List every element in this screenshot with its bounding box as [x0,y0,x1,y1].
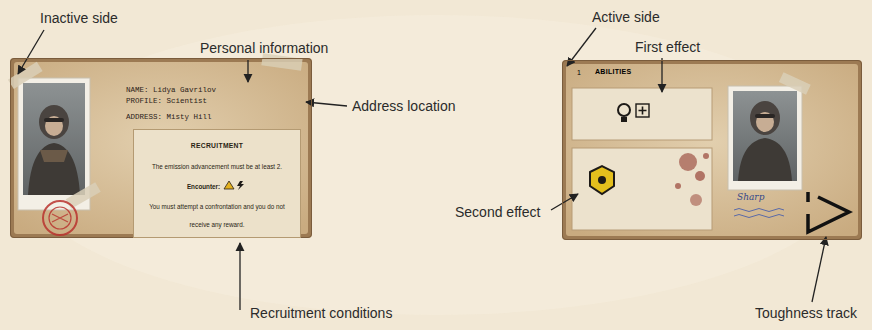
text-row: RECRUITMENT [140,134,294,152]
card-text: You must attempt a confrontation and you… [149,203,285,228]
card-text: The emission advancement must be at leas… [152,163,282,170]
second-effect-box [598,176,606,184]
first-effect-box [572,88,712,140]
second-effect-box [695,171,705,181]
callout-label: Recruitment conditions [250,305,392,321]
active-card: 1 ABILITIES Sharp [562,60,862,240]
active-card-art [562,60,862,240]
portrait-photo-active [738,138,792,181]
callout-label: Address location [352,98,456,114]
card-text: RECRUITMENT [191,142,243,149]
callout-label: Personal information [200,40,328,56]
postmark-lines [734,209,784,212]
card-text: ADDRESS: Misty Hill [126,113,212,122]
postmark-lines [734,215,784,218]
callout-label: Toughness track [755,305,857,321]
first-effect-box [621,117,627,122]
inactive-card: NAME: Lidya GavrilovPROFILE: ScientistAD… [10,58,312,238]
portrait-photo-active [756,112,774,132]
second-effect-box [590,166,614,194]
second-effect-box [679,153,697,171]
portrait-photo [18,78,90,210]
recruitment-box: RECRUITMENT The emission advancement must… [133,129,301,238]
portrait-photo [45,116,63,136]
postmark-lines [734,209,784,218]
callout-label: Inactive side [40,10,118,26]
red-stamp [52,214,68,222]
card-text: ABILITIES [595,67,632,76]
first-effect-box [639,107,647,115]
portrait-photo [44,118,64,122]
active-card-art [566,64,858,236]
portrait-photo-active [733,91,797,181]
card-text: Encounter: [187,183,220,191]
text-row: Encounter: [140,175,294,193]
portrait-photo [23,83,85,195]
leader-line [812,237,826,302]
text-row: You must attempt a confrontation and you… [140,195,294,231]
leader-line [306,102,347,106]
toughness-track [808,192,849,232]
second-effect-box [675,183,681,189]
leader-line [661,58,662,92]
callout-label: Active side [592,9,660,25]
leader-line [247,60,248,82]
callout-label: First effect [635,39,700,55]
card-text: NAME: Lidya Gavrilov [126,86,216,95]
portrait-photo-active [755,114,775,118]
portrait-photo [39,105,69,139]
leader-line [18,30,44,74]
leader-line [18,28,826,310]
second-effect-box [572,148,712,230]
callout-label: Second effect [455,204,540,220]
card-text: Sharp [737,192,764,203]
toughness-track [808,192,849,232]
first-effect-box [636,104,649,117]
second-effect-box [703,153,709,159]
first-effect-box [572,88,712,140]
portrait-photo [18,78,90,210]
inactive-card-art [10,58,312,238]
leader-line [551,194,578,210]
portrait-photo [28,143,80,195]
portrait-photo-active [728,86,802,190]
red-stamp [43,201,77,235]
red-stamp [43,201,77,235]
encounter-icons [223,180,247,190]
card-text: 1 [577,68,581,77]
tape [8,62,43,89]
portrait-photo-active [750,101,780,135]
portrait-photo [40,150,68,162]
portrait-photo-active [728,72,811,190]
red-stamp [49,207,71,229]
card-text: PROFILE: Scientist [126,97,207,106]
portrait-photo-active [779,72,811,95]
leader-line [239,243,240,310]
text-row: The emission advancement must be at leas… [140,155,294,173]
active-card-art [562,60,862,240]
second-effect-box [572,148,712,230]
first-effect-box [618,104,630,116]
inactive-card-art [10,58,312,238]
second-effect-box [690,194,702,206]
